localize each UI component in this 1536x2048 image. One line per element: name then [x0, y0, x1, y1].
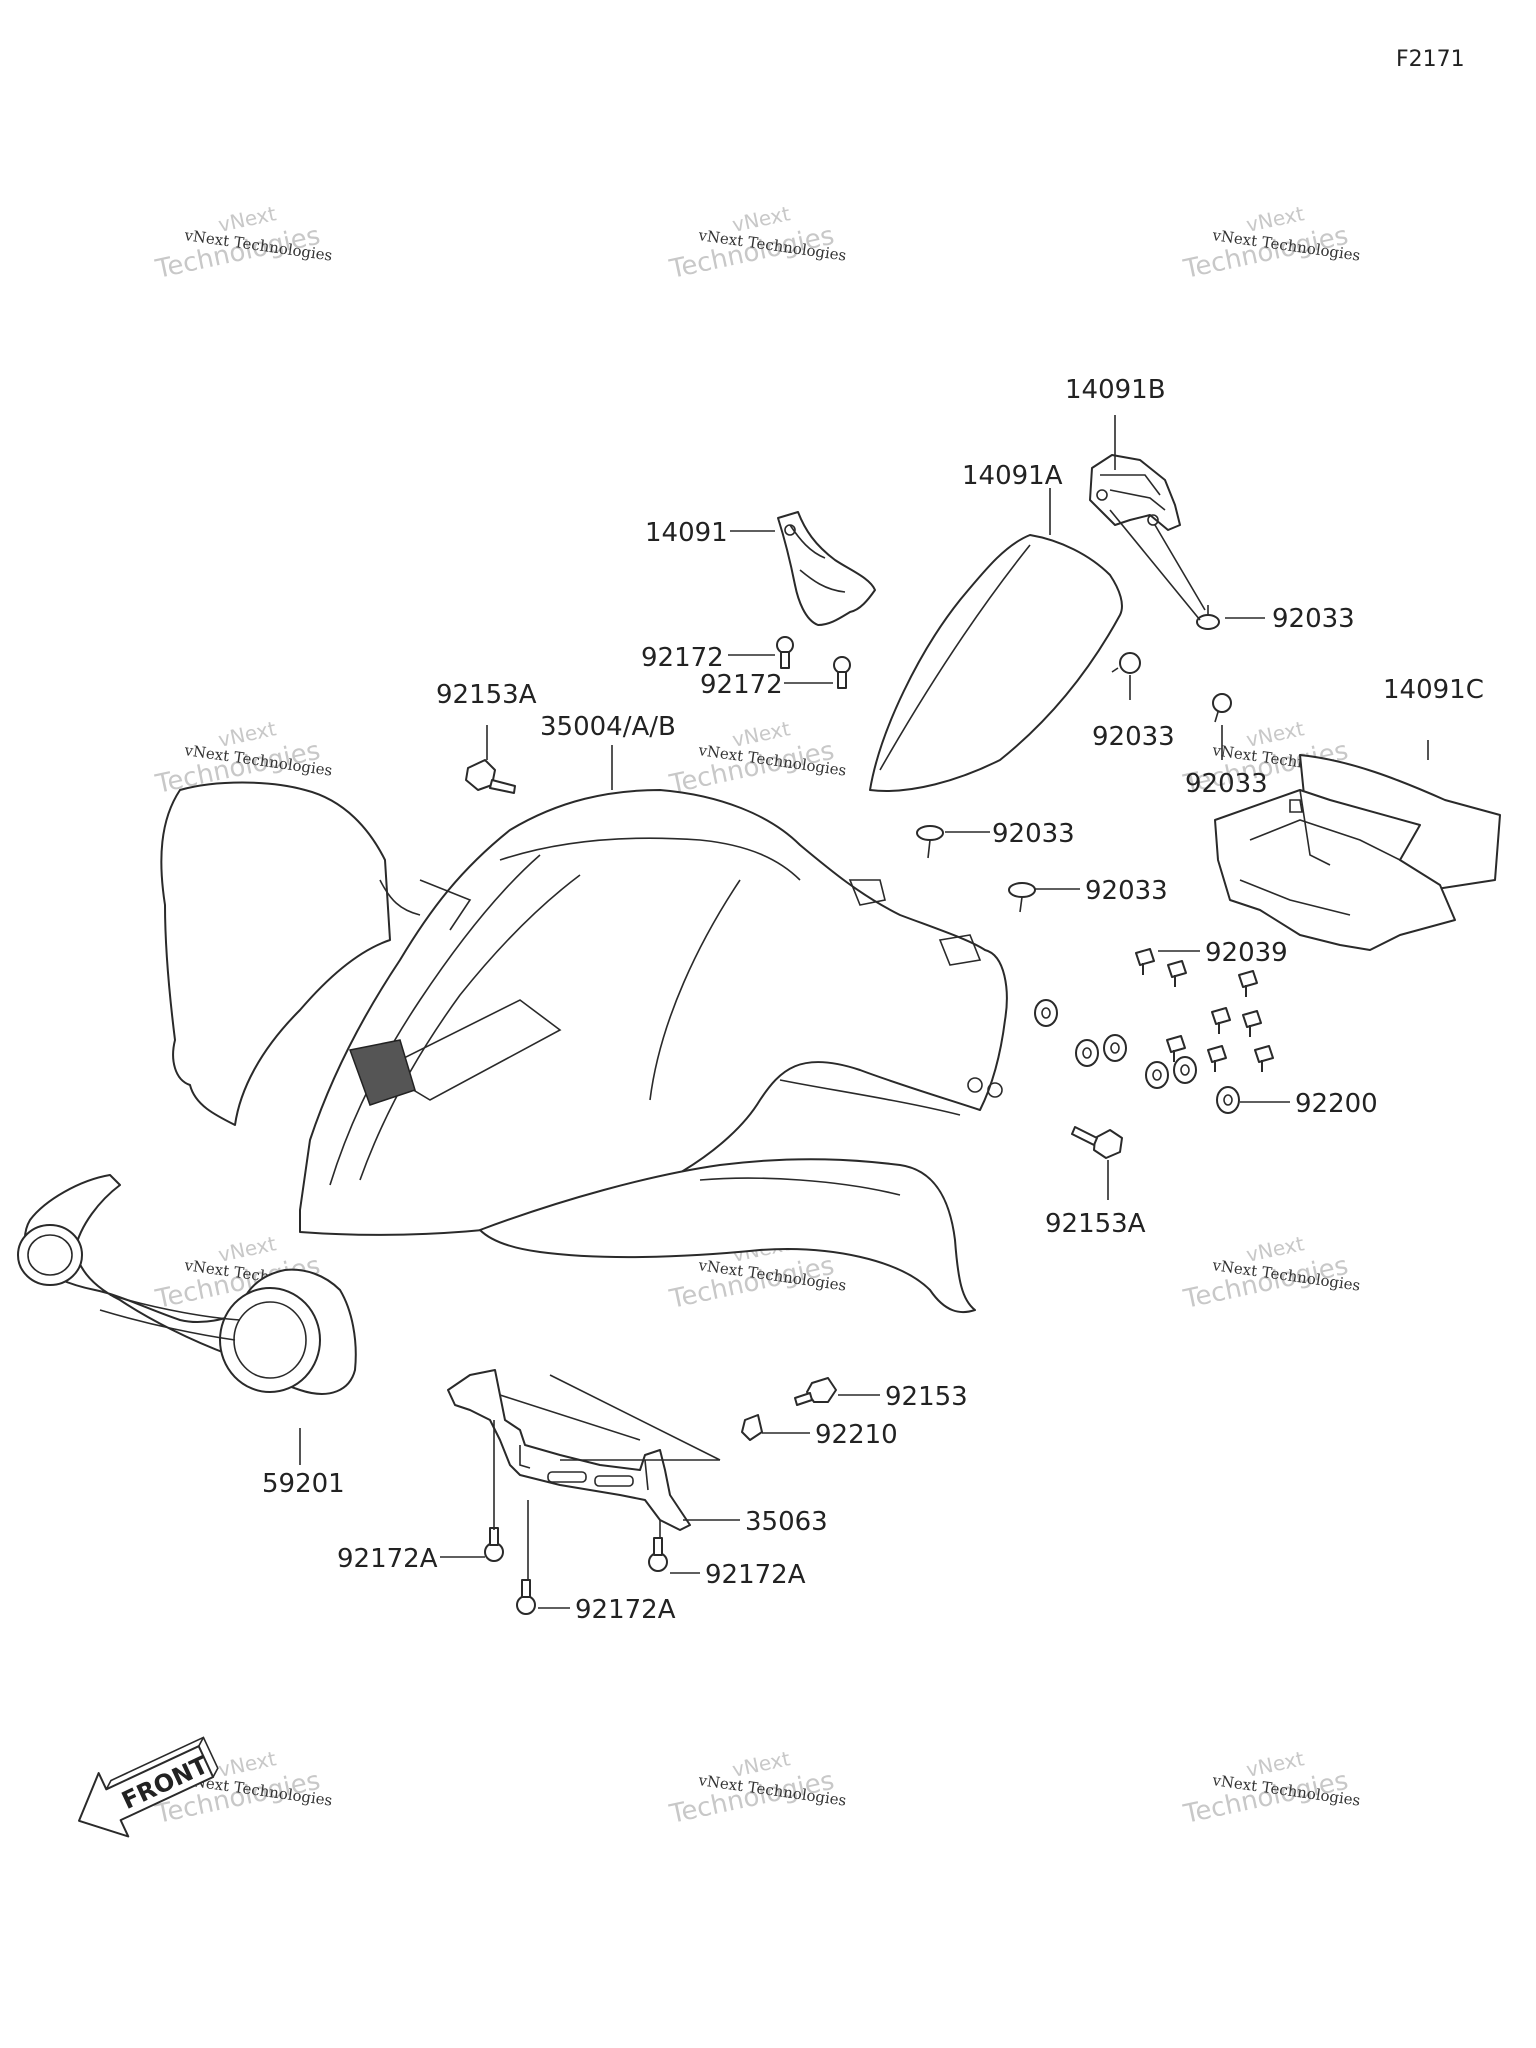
- clips-92039[interactable]: [1135, 948, 1274, 1072]
- label-92033-top: 92033: [1272, 604, 1355, 634]
- watermark: vNext Technologies vNext Technologies: [666, 1746, 847, 1830]
- watermark: vNext Technologies vNext Technologies: [1180, 1746, 1361, 1830]
- watermark: vNext Technologies vNext Technologies: [666, 716, 847, 800]
- label-92200: 92200: [1295, 1089, 1378, 1119]
- label-92210: 92210: [815, 1420, 898, 1450]
- grommet-92033-d[interactable]: [916, 825, 944, 859]
- grommet-92033-e[interactable]: [1008, 882, 1036, 913]
- label-14091B: 14091B: [1065, 375, 1166, 405]
- label-92172-b: 92172: [700, 670, 783, 700]
- watermark: vNext Technologies vNext Technologies: [1180, 1231, 1361, 1315]
- front-fender-35004[interactable]: [160, 781, 1008, 1314]
- bolt-92153[interactable]: [794, 1377, 837, 1406]
- diagram-ref-code: F2171: [1396, 47, 1465, 72]
- label-92033-mid: 92033: [1092, 722, 1175, 752]
- label-59201: 59201: [262, 1469, 345, 1499]
- bolt-92172A-c[interactable]: [516, 1579, 536, 1615]
- grommet-92033-top[interactable]: [1196, 605, 1220, 630]
- bolt-92172-a[interactable]: [776, 636, 794, 669]
- grommet-92033-c[interactable]: [1212, 693, 1232, 723]
- label-35004: 35004/A/B: [540, 712, 676, 742]
- label-92172-a: 92172: [641, 643, 724, 673]
- label-92039: 92039: [1205, 938, 1288, 968]
- watermark: vNext Technologies vNext Technologies: [666, 201, 847, 285]
- watermark: vNext Technologies vNext Technologies: [152, 201, 333, 285]
- label-92153A-right: 92153A: [1045, 1209, 1146, 1239]
- washers-92200[interactable]: [1034, 999, 1240, 1114]
- nut-92210[interactable]: [741, 1414, 763, 1441]
- label-14091: 14091: [645, 518, 728, 548]
- bolt-92172A-a[interactable]: [484, 1527, 504, 1562]
- label-92153A-left: 92153A: [436, 680, 537, 710]
- headlight-59201[interactable]: [17, 1174, 357, 1395]
- label-14091C: 14091C: [1383, 675, 1484, 705]
- label-92033-d: 92033: [992, 819, 1075, 849]
- label-92033-c: 92033: [1185, 769, 1268, 799]
- label-14091A: 14091A: [962, 461, 1063, 491]
- label-92153: 92153: [885, 1382, 968, 1412]
- bolt-92153A-right[interactable]: [1071, 1126, 1123, 1159]
- bolt-92153A-left[interactable]: [465, 759, 516, 794]
- cover-14091C[interactable]: [1214, 754, 1501, 951]
- label-92172A-a: 92172A: [337, 1544, 438, 1574]
- label-92033-e: 92033: [1085, 876, 1168, 906]
- label-35063: 35063: [745, 1507, 828, 1537]
- label-92172A-b: 92172A: [705, 1560, 806, 1590]
- grommet-92033-mid[interactable]: [1111, 652, 1141, 674]
- bracket-35063[interactable]: [447, 1369, 691, 1531]
- cover-14091[interactable]: [777, 511, 876, 626]
- windscreen-14091A[interactable]: [869, 534, 1123, 792]
- leader-lines: [299, 415, 1429, 1609]
- bracket-14091B[interactable]: [1089, 454, 1181, 531]
- watermark: vNext Technologies vNext Technologies: [1180, 201, 1361, 285]
- hardware: [465, 605, 1274, 1615]
- bolt-92172A-b[interactable]: [648, 1537, 668, 1572]
- label-92172A-c: 92172A: [575, 1595, 676, 1625]
- bolt-92172-b[interactable]: [833, 656, 851, 689]
